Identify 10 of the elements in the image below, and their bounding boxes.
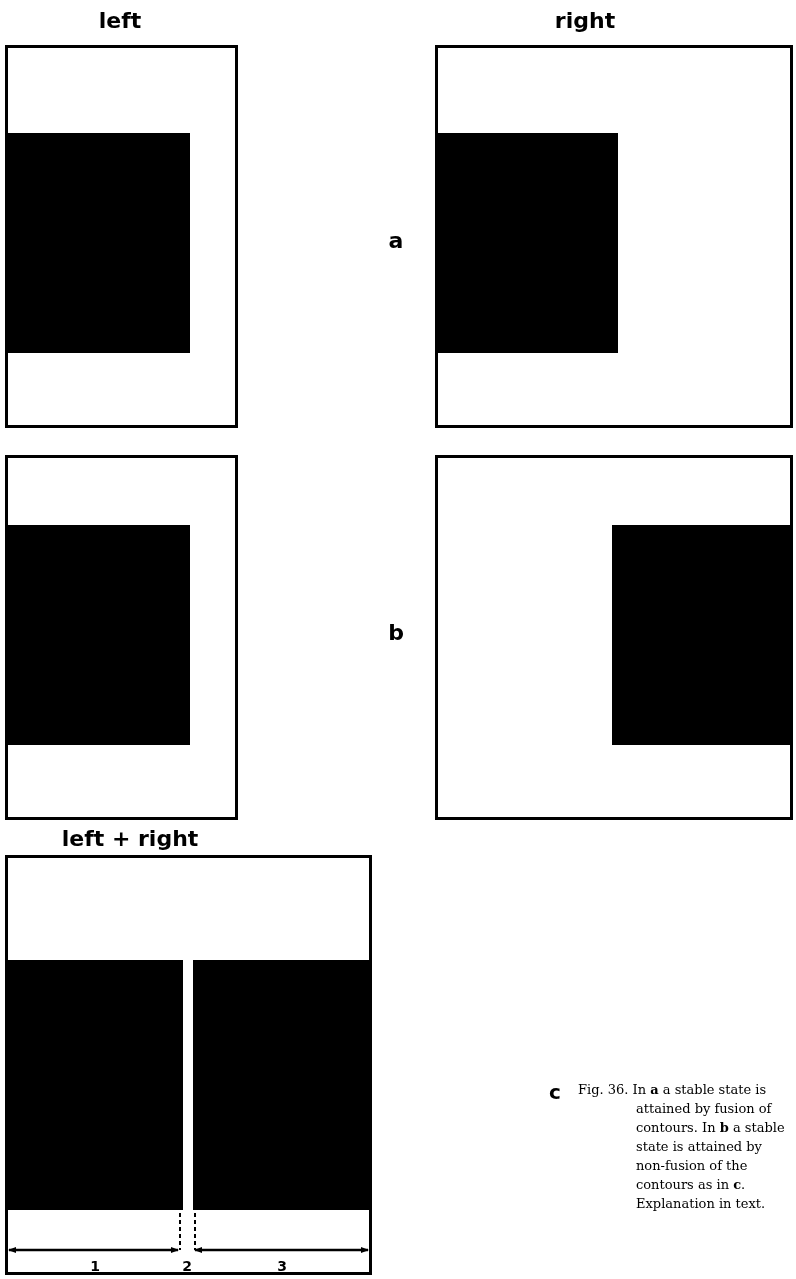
row-label: b xyxy=(388,619,404,645)
panel-heading: left + right xyxy=(61,825,199,851)
figure-caption: Fig. 36. In a a stable state is attained by fusion of contours. In b a stable state is attained by non-fusion of the contours as in c. Explanation in text. xyxy=(578,1081,786,1213)
dimension-number: 1 xyxy=(90,1258,100,1274)
row-label: a xyxy=(388,227,404,253)
column-heading: left xyxy=(98,7,142,33)
row-label: c xyxy=(549,1080,561,1104)
column-heading: right xyxy=(554,7,616,33)
dimension-number: 2 xyxy=(182,1258,192,1274)
dimension-number: 3 xyxy=(277,1258,287,1274)
